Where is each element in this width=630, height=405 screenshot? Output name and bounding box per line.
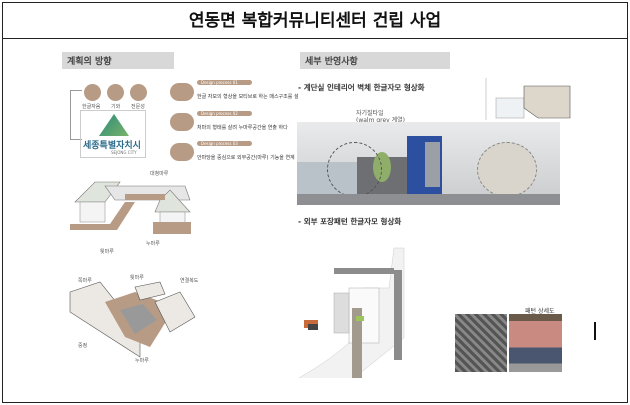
mass-label: 누마루	[135, 358, 149, 364]
hanok-diagram	[70, 181, 191, 234]
pattern-detail-label: 패턴 상세도	[525, 308, 555, 315]
tile-label: 자기질타일	[356, 110, 384, 117]
page-title: 연동면 복합커뮤니티센터 건립 사업	[3, 3, 627, 39]
bullet-paving-pattern: - 외부 포장패턴 한글자모 형상화	[298, 217, 402, 226]
process-label-3: Design process 03	[197, 141, 252, 146]
process-text-3: 안마당을 중심으로 외부공간(마루) 기능을 연계	[197, 155, 295, 161]
pattern-photo-2	[509, 314, 562, 372]
text-cursor	[594, 322, 596, 340]
hangul-icon	[84, 84, 101, 101]
process-icon-3	[170, 143, 194, 161]
process-icon-1	[170, 83, 194, 101]
process-text-2: 처마의 형태를 살려 누마루공간을 연출 하다	[197, 125, 288, 131]
pattern-photo-1	[455, 314, 507, 372]
roof-tile-icon	[107, 84, 124, 101]
tile-sublabel: (walm grey 계열)	[356, 117, 406, 124]
sejong-logo: 세종특별자치시 SEJONG CITY	[80, 110, 146, 158]
connector-line	[70, 90, 82, 140]
icon-label: 한글자음	[82, 104, 101, 110]
hanok-label: 대청마루	[150, 171, 169, 177]
process-text-1: 한글 자모의 형상을 모티브로 하는 매스구조를 설	[197, 94, 299, 100]
wall-elevation	[485, 78, 571, 120]
hanok-label: 툇마루	[100, 249, 114, 255]
site-plan	[298, 247, 405, 379]
left-section-header: 계획의 방향	[62, 52, 174, 69]
logo-leaf-icon	[99, 114, 129, 136]
mass-label: 툇마루	[130, 275, 144, 281]
bullet-stair-wall: - 계단실 인테리어 벽체 한글자모 형상화	[298, 83, 425, 92]
logo-subtext: SEJONG CITY	[111, 150, 137, 155]
mass-label: 중정	[78, 343, 88, 349]
icon-label: 기와	[111, 104, 121, 110]
process-icon-2	[170, 113, 194, 131]
hanok-label: 누마루	[146, 241, 160, 247]
icon-label: 전문성	[131, 104, 145, 110]
mass-label: 연결복도	[180, 278, 199, 284]
stair-interior-render	[297, 122, 560, 205]
process-label-1: Design process 01	[197, 80, 252, 85]
expertise-icon	[130, 84, 147, 101]
process-label-2: Design process 02	[197, 111, 252, 116]
right-section-header: 세부 반영사항	[300, 52, 450, 69]
logo-text: 세종특별자치시	[83, 141, 141, 151]
mass-diagram	[69, 281, 196, 358]
mass-label: 쪽마루	[78, 278, 92, 284]
